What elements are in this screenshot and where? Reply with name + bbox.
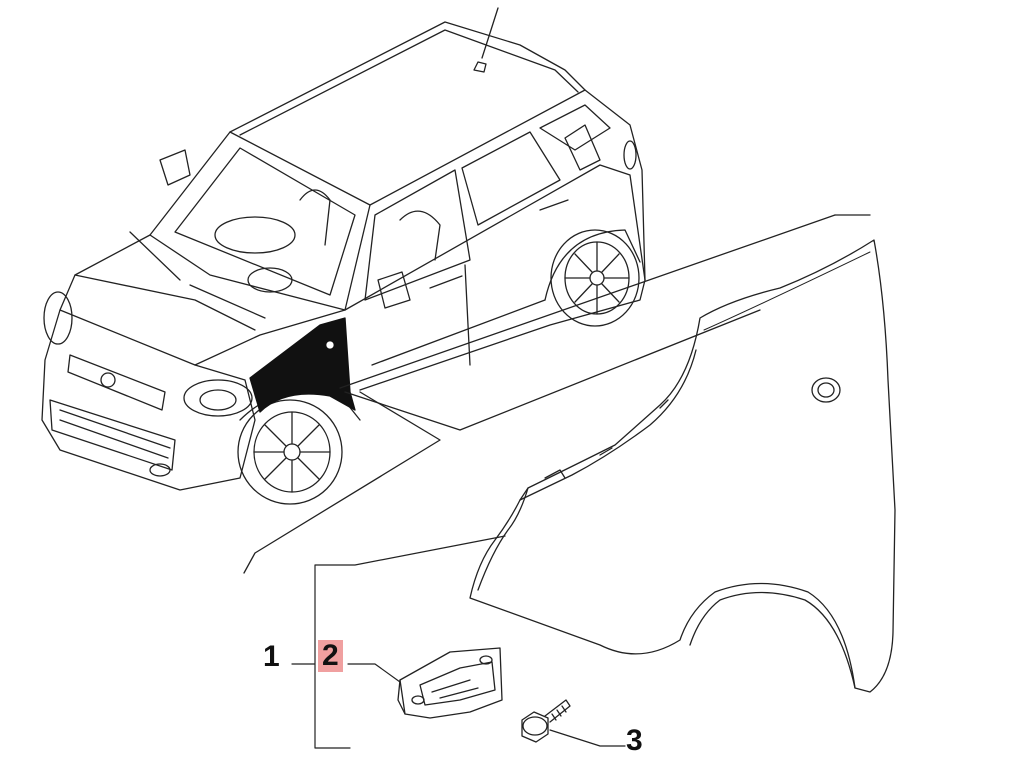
callout-1: 1 (263, 640, 280, 673)
grille (67, 354, 166, 411)
rear-wheel (550, 229, 640, 327)
bolt-part (521, 699, 571, 743)
side-repeater-hole (811, 377, 841, 403)
brand-badge (100, 372, 116, 388)
fender-highlight (249, 317, 356, 413)
bracket-1-line (291, 535, 506, 749)
zoom-frame (243, 214, 871, 574)
callout-3: 3 (626, 724, 643, 757)
side-window-front (364, 169, 471, 301)
side-mirror (159, 149, 191, 186)
front-fascia (41, 309, 256, 491)
hood (59, 234, 346, 366)
callout-2-leader (347, 663, 401, 683)
side-window-rear (461, 131, 561, 226)
car-illustration (41, 7, 646, 505)
callout-3-leader (549, 729, 626, 747)
leader-lines (291, 535, 626, 749)
headlight-right (183, 379, 253, 417)
bracket-part (397, 647, 503, 719)
body-side (344, 164, 646, 391)
callout-2: 2 (318, 640, 343, 672)
windshield (149, 131, 371, 311)
antenna (473, 7, 499, 73)
headlight-left (43, 291, 73, 345)
front-wheel (237, 399, 343, 505)
fender-part (469, 239, 896, 693)
